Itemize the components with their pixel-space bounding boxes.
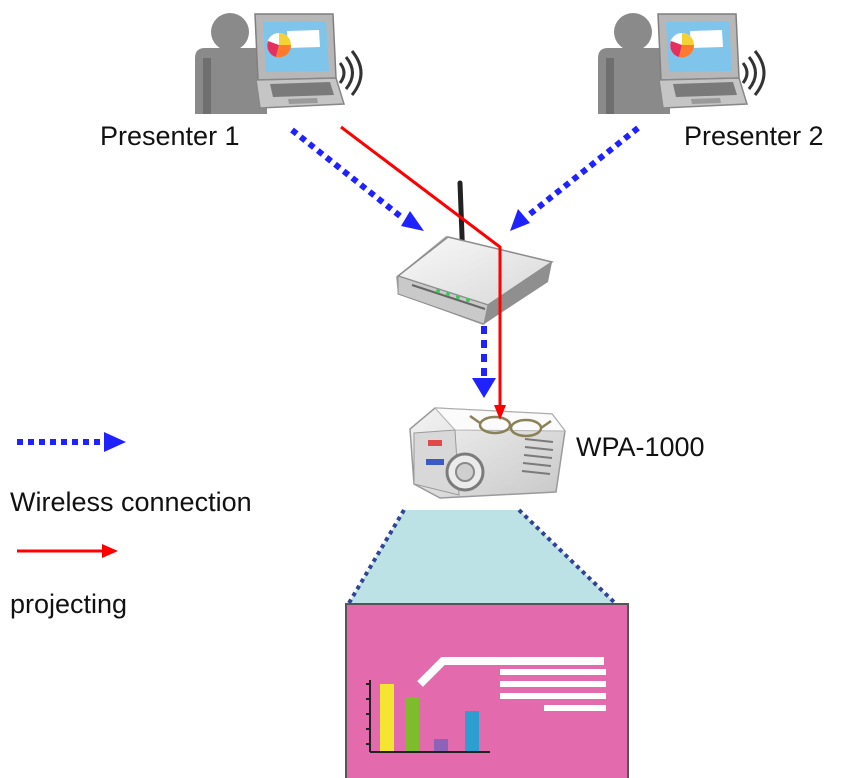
projector-icon [409, 407, 567, 499]
legend-projecting-arrow [17, 544, 118, 558]
presenter-1-laptop-icon [195, 13, 363, 114]
person-body-icon [195, 48, 267, 114]
presenter-1-label: Presenter 1 [100, 121, 240, 151]
person-head-icon [614, 13, 652, 51]
legend-wireless-arrow [17, 432, 126, 452]
device-label: WPA-1000 [576, 432, 705, 462]
person-body-icon [598, 48, 670, 114]
projection-screen [345, 603, 629, 778]
legend-projecting-label: projecting [10, 589, 128, 619]
projecting-arrow-presenter-1-to-projector [340, 125, 506, 420]
wireless-signal-icon [741, 50, 766, 96]
projection-beam [349, 510, 615, 603]
glasses-icon [469, 414, 552, 438]
wireless-arrow-presenter-2 [510, 125, 640, 231]
wireless-arrow-presenter-1 [290, 127, 424, 231]
presenter-2-laptop-icon [598, 13, 766, 114]
presenter-2-label: Presenter 2 [684, 121, 824, 151]
wireless-arrow-router-to-projector [472, 326, 496, 398]
wireless-router-icon [396, 180, 554, 325]
projection-edge-right [517, 508, 617, 605]
wireless-signal-icon [338, 50, 363, 96]
bar-chart-icon [366, 680, 490, 753]
projection-edge-left [347, 508, 406, 605]
legend-wireless-label: Wireless connection [10, 487, 252, 517]
person-head-icon [211, 13, 249, 51]
